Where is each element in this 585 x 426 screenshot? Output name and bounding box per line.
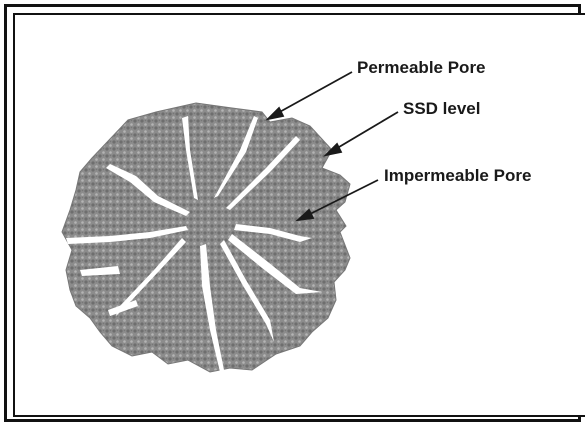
leader-permeable-pore	[276, 72, 352, 114]
label-impermeable-pore: Impermeable Pore	[384, 166, 531, 186]
arrowhead-permeable-pore	[268, 108, 283, 119]
leader-ssd-level	[334, 112, 398, 150]
label-permeable-pore: Permeable Pore	[357, 58, 486, 78]
label-ssd-level: SSD level	[403, 99, 481, 119]
